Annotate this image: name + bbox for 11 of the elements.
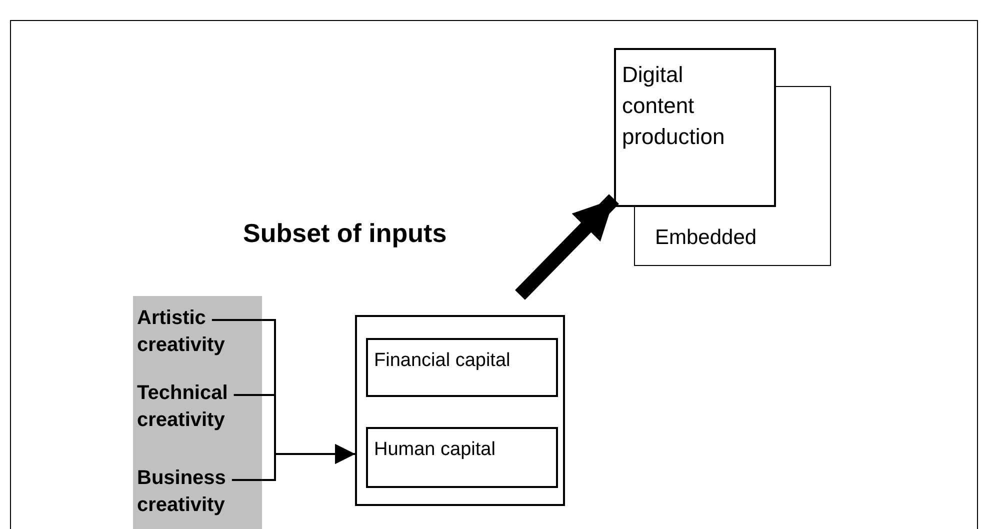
box-label: Digital content production — [622, 61, 726, 151]
input-label: Artistic creativity — [137, 305, 247, 359]
capital-box — [355, 315, 565, 506]
thick-arrow — [515, 194, 619, 300]
connector-arrow — [232, 444, 355, 481]
input-label: Business creativity — [137, 465, 247, 519]
input-panel — [133, 296, 262, 529]
input-label: Technical creativity — [137, 380, 247, 434]
box-label: Embedded — [655, 225, 758, 251]
box-label: Human capital — [374, 438, 496, 462]
box-label: Financial capital — [374, 349, 512, 373]
